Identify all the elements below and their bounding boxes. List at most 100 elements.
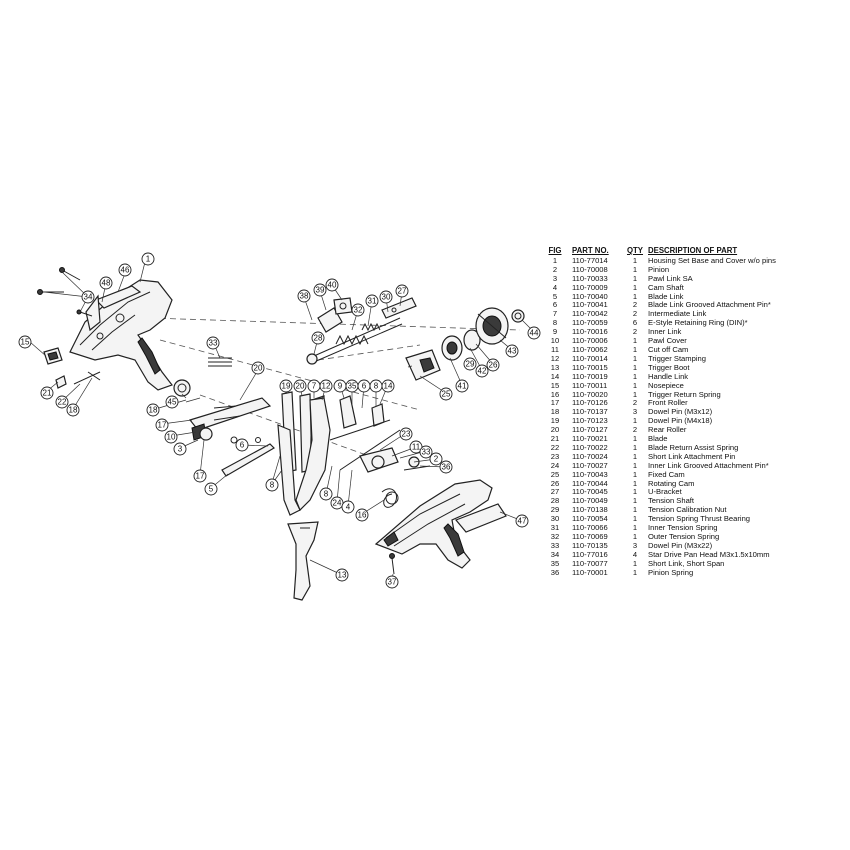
cell-qty: 1 — [632, 371, 638, 381]
cell-fig: 30 — [550, 514, 560, 524]
cell-fig: 25 — [550, 469, 560, 479]
header-description: DESCRIPTION OF PART — [648, 246, 738, 255]
cell-qty: 1 — [632, 469, 638, 479]
callout-1: 1 — [141, 252, 155, 266]
cell-fig: 8 — [552, 318, 558, 328]
cell-qty: 1 — [632, 291, 638, 301]
callout-24: 24 — [330, 496, 344, 510]
cell-description: Inner Link Grooved Attachment Pin* — [648, 460, 769, 470]
cell-fig: 18 — [550, 407, 560, 417]
svg-text:8: 8 — [324, 490, 329, 499]
cell-qty: 1 — [632, 487, 638, 497]
svg-text:14: 14 — [384, 382, 393, 391]
callout-36: 36 — [439, 460, 453, 474]
cell-description: Fixed Cam — [648, 469, 685, 479]
cell-part-no: 110-70020 — [572, 389, 608, 399]
callout-2: 2 — [429, 452, 443, 466]
cell-fig: 2 — [552, 264, 558, 274]
cell-part-no: 110-70044 — [572, 478, 608, 488]
end-cap — [511, 309, 525, 323]
svg-text:18: 18 — [149, 406, 158, 415]
housing-right-half — [374, 479, 493, 569]
svg-text:27: 27 — [398, 287, 407, 296]
cell-qty: 2 — [632, 398, 638, 408]
svg-text:35: 35 — [348, 382, 357, 391]
cell-qty: 1 — [632, 567, 638, 577]
cell-qty: 2 — [632, 309, 638, 319]
callout-33b: 33 — [419, 445, 433, 459]
svg-text:47: 47 — [518, 517, 527, 526]
cell-part-no: 110-70027 — [572, 460, 608, 470]
cell-part-no: 110-70049 — [572, 496, 608, 506]
cell-description: Rear Roller — [648, 425, 687, 435]
callout-18b: 18 — [146, 403, 160, 417]
cell-fig: 23 — [550, 451, 560, 461]
cell-part-no: 110-70126 — [572, 398, 608, 408]
svg-text:32: 32 — [354, 306, 363, 315]
cell-description: Rotating Cam — [648, 478, 695, 488]
cell-qty: 1 — [632, 344, 638, 354]
callout-5: 5 — [204, 482, 218, 496]
svg-text:10: 10 — [167, 433, 176, 442]
svg-text:45: 45 — [168, 398, 177, 407]
callout-6b: 6 — [357, 379, 371, 393]
header-qty: QTY — [626, 246, 644, 255]
cell-part-no: 110-70123 — [572, 416, 608, 426]
cell-part-no: 110-70001 — [572, 567, 608, 577]
callout-27: 27 — [395, 284, 409, 298]
callout-26: 26 — [486, 358, 500, 372]
side-cover — [455, 503, 507, 533]
callout-33a: 33 — [206, 336, 220, 350]
cell-qty: 3 — [632, 407, 638, 417]
svg-text:11: 11 — [412, 443, 421, 452]
cell-description: Front Roller — [648, 398, 688, 408]
svg-text:8: 8 — [374, 382, 379, 391]
cell-fig: 13 — [550, 362, 560, 372]
cell-description: Pinion — [648, 264, 670, 274]
cell-part-no: 110-70069 — [572, 532, 608, 541]
cell-qty: 1 — [632, 558, 638, 568]
cell-fig: 21 — [550, 434, 560, 444]
cell-fig: 35 — [550, 558, 560, 568]
cell-description: Housing Set Base and Cover w/o pins — [648, 255, 776, 265]
svg-text:25: 25 — [442, 390, 451, 399]
svg-text:48: 48 — [102, 279, 111, 288]
callout-10: 10 — [164, 430, 178, 444]
cell-description: U-Bracket — [648, 487, 682, 497]
cell-qty: 1 — [632, 336, 638, 346]
callout-17b: 17 — [193, 469, 207, 483]
cell-part-no: 110-70019 — [572, 371, 608, 381]
callout-38: 38 — [297, 289, 311, 303]
cell-description: Blade Return Assist Spring — [648, 442, 739, 452]
callout-29: 29 — [463, 357, 477, 371]
cell-part-no: 110-70054 — [572, 514, 608, 524]
cell-part-no: 110-70135 — [572, 540, 608, 550]
svg-text:23: 23 — [402, 430, 411, 439]
cell-description: Trigger Boot — [648, 362, 690, 372]
cell-description: Star Drive Pan Head M3x1.5x10mm — [648, 549, 770, 559]
cell-part-no: 110-70041 — [572, 300, 608, 310]
cell-qty: 1 — [632, 389, 638, 399]
cell-description: Handle Link — [648, 371, 689, 381]
svg-text:40: 40 — [328, 281, 337, 290]
callout-48: 48 — [99, 276, 113, 290]
tension-nut — [317, 297, 353, 333]
cell-description: Blade Link Grooved Attachment Pin* — [648, 300, 771, 310]
cell-qty: 1 — [632, 282, 638, 292]
cell-description: Short Link Attachment Pin — [648, 451, 736, 461]
fixed-cam — [405, 349, 441, 381]
svg-text:22: 22 — [58, 398, 67, 407]
cell-fig: 24 — [550, 460, 560, 470]
cell-qty: 1 — [632, 353, 638, 363]
callout-12: 12 — [319, 379, 333, 393]
